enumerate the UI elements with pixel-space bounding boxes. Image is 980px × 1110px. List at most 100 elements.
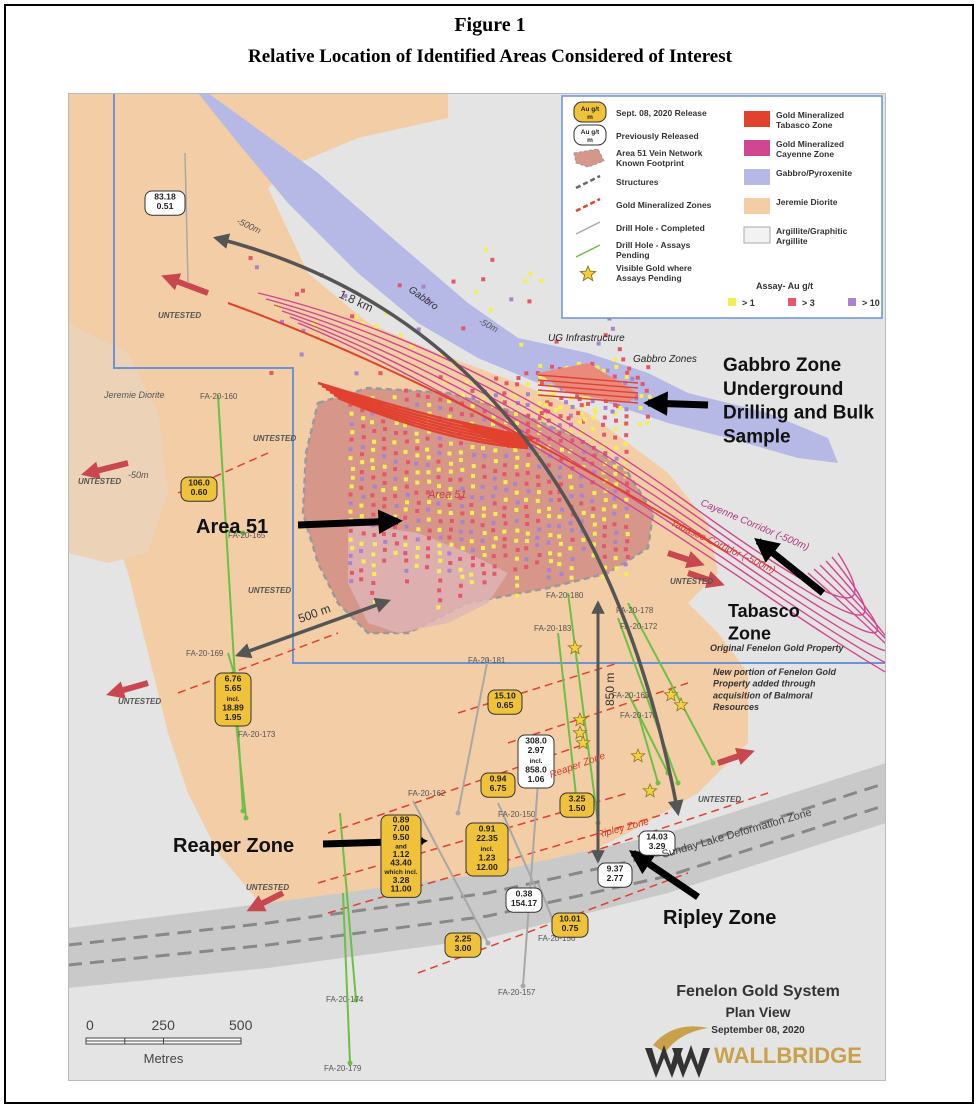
assay-dot — [372, 484, 377, 489]
drill-hole-label: FA-20-174 — [326, 995, 364, 1004]
assay-dot — [524, 504, 529, 509]
assay-dot — [602, 544, 607, 549]
legend-assay-swatch — [848, 298, 856, 306]
assay-dot — [519, 342, 524, 347]
assay-dot — [354, 315, 359, 320]
wallbridge-logo-swoosh — [653, 1026, 708, 1053]
label-original-property: Original Fenelon Gold Property — [710, 643, 845, 653]
assay-dot — [502, 505, 507, 510]
legend-hole-complete-swatch — [575, 221, 601, 235]
intercept-value: 43.40 — [390, 858, 412, 868]
assay-dot — [361, 416, 366, 421]
assay-dot — [566, 416, 571, 421]
assay-dot — [569, 575, 574, 580]
assay-dot — [524, 557, 529, 562]
assay-dot — [593, 410, 598, 415]
assay-dot — [359, 503, 364, 508]
assay-dot — [612, 522, 617, 527]
wallbridge-logo-mark — [672, 1045, 710, 1078]
assay-dot — [372, 542, 377, 547]
intercept-value: 106.0 — [188, 478, 210, 488]
legend-assay-label: > 3 — [802, 298, 815, 308]
intercept-value: 3.00 — [455, 943, 472, 953]
scale-bar-segment — [85, 1037, 126, 1042]
assay-dot — [624, 524, 629, 529]
assay-dot — [613, 489, 618, 494]
assay-dot — [539, 278, 544, 283]
assay-dot — [481, 513, 486, 518]
assay-dot — [525, 538, 530, 543]
assay-dot — [492, 501, 497, 506]
assay-dot — [548, 533, 553, 538]
assay-dot — [481, 464, 486, 469]
assay-dot — [427, 402, 432, 407]
assay-dot — [524, 546, 529, 551]
intercept-value: 0.38 — [516, 889, 533, 899]
assay-dot — [470, 445, 475, 450]
assay-dot — [537, 553, 542, 558]
scale-tick: 500 — [229, 1017, 253, 1033]
assay-dot — [493, 448, 498, 453]
assay-dot — [458, 477, 463, 482]
untested-direction-arrow — [717, 747, 755, 766]
drill-hole-label: FA-20-183 — [534, 624, 572, 633]
assay-dot — [624, 449, 629, 454]
assay-dot — [427, 536, 432, 541]
intercept-value: 0.51 — [157, 201, 174, 211]
legend-box — [561, 95, 883, 319]
assay-dot — [579, 411, 584, 416]
label-untested: UNTESTED — [253, 434, 296, 443]
assay-dot — [612, 464, 617, 469]
assay-dot — [458, 583, 463, 588]
assay-dot — [515, 528, 520, 533]
assay-dot — [646, 365, 651, 370]
label-untested: UNTESTED — [246, 883, 289, 892]
assay-dot — [502, 472, 507, 477]
assay-dot — [623, 441, 628, 446]
assay-dot — [481, 546, 486, 551]
assay-dot — [569, 566, 574, 571]
assay-dot — [557, 562, 562, 567]
intercept-badge-gold — [444, 932, 482, 958]
assay-dot — [393, 486, 398, 491]
assay-dot — [535, 474, 540, 479]
assay-dot — [625, 539, 630, 544]
assay-dot — [361, 559, 366, 564]
drill-hole-label: FA-20-162 — [408, 789, 446, 798]
label-jeremie: Jeremie Diorite — [103, 390, 165, 400]
assay-dot — [437, 550, 442, 555]
label-untested: UNTESTED — [698, 795, 741, 804]
assay-dot — [372, 429, 377, 434]
assay-dot — [437, 588, 442, 593]
assay-dot — [416, 518, 421, 523]
intercept-value: 3.28 — [393, 875, 410, 885]
legend-area51-swatch — [573, 148, 605, 168]
assay-dot — [359, 485, 364, 490]
assay-dot — [438, 535, 443, 540]
assay-dot — [425, 436, 430, 441]
assay-dot — [370, 590, 375, 595]
assay-dot — [383, 539, 388, 544]
assay-dot — [470, 404, 475, 409]
assay-dot — [460, 520, 465, 525]
assay-dot — [300, 288, 305, 293]
assay-dot — [526, 428, 531, 433]
assay-dot — [493, 536, 498, 541]
assay-dot — [460, 504, 465, 509]
legend-unit-swatch — [744, 169, 770, 185]
legend-hole-pending-swatch — [575, 244, 601, 258]
untested-direction-arrow — [81, 460, 129, 480]
assay-dot — [635, 375, 640, 380]
assay-dot — [570, 528, 575, 533]
assay-dot — [403, 535, 408, 540]
assay-dot — [371, 563, 376, 568]
assay-dot — [504, 487, 509, 492]
assay-dot — [570, 537, 575, 542]
assay-dot — [370, 466, 375, 471]
assay-dot — [469, 572, 474, 577]
assay-dot — [451, 279, 456, 284]
assay-dot — [448, 527, 453, 532]
assay-dot — [437, 569, 442, 574]
assay-dot — [491, 520, 496, 525]
